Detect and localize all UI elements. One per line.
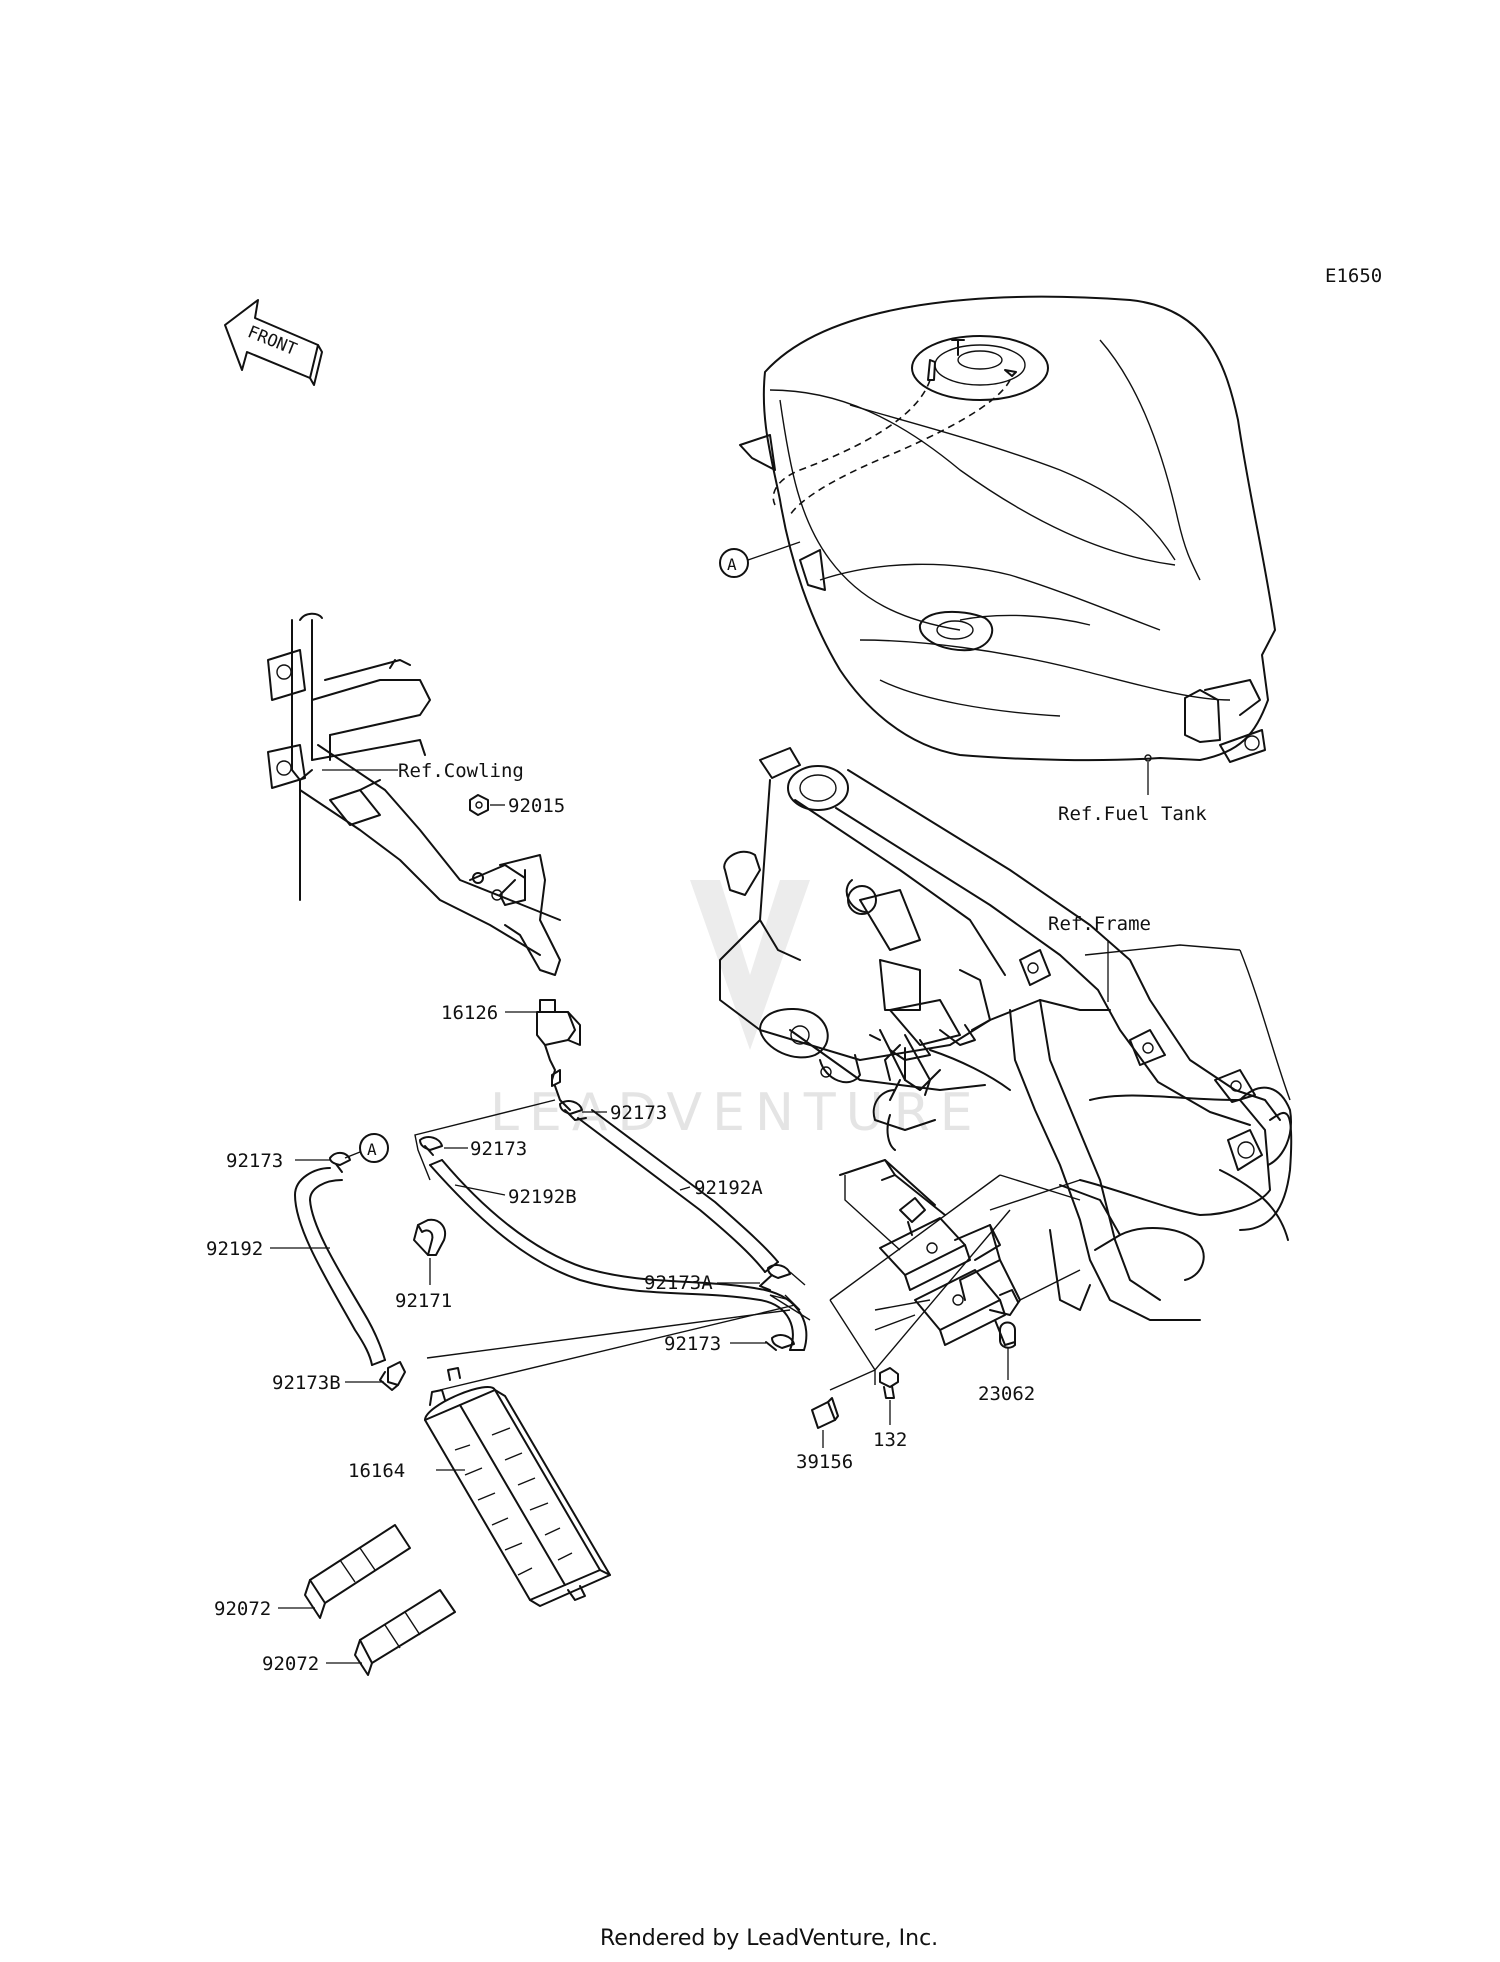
connector-line-3 — [426, 1309, 791, 1359]
ref-frame: Ref.Frame — [1048, 913, 1151, 935]
strap-92072-a — [278, 1524, 411, 1619]
clamp-92171 — [413, 1218, 446, 1285]
label-23062: 23062 — [978, 1383, 1035, 1405]
callout-a-label: A — [727, 555, 737, 574]
front-arrow-icon: FRONT — [224, 299, 323, 386]
hose-92192 — [270, 1167, 386, 1366]
bolt-132 — [879, 1367, 899, 1425]
label-92173-top: 92173 — [610, 1102, 667, 1124]
fuel-tank — [739, 295, 1276, 763]
label-92192B: 92192B — [508, 1186, 577, 1208]
callout-a-left: A — [344, 1133, 389, 1163]
label-92072-b: 92072 — [262, 1653, 319, 1675]
valve-16126 — [505, 999, 581, 1111]
clip-92173B — [345, 1361, 406, 1391]
label-92192: 92192 — [206, 1238, 263, 1260]
label-92173-left: 92173 — [226, 1150, 283, 1172]
clip-92173-low — [730, 1334, 795, 1351]
clip-92173-mid — [419, 1136, 468, 1156]
ref-fuel-tank: Ref.Fuel Tank — [1058, 803, 1207, 825]
label-92192A: 92192A — [694, 1177, 763, 1199]
label-92173-mid: 92173 — [470, 1138, 527, 1160]
connector-line-1 — [414, 1099, 556, 1181]
callout-a-left-label: A — [367, 1140, 377, 1159]
label-16164: 16164 — [348, 1460, 405, 1482]
label-92173B: 92173B — [272, 1372, 341, 1394]
clip-92173A — [717, 1264, 806, 1311]
footer-credit: Rendered by LeadVenture, Inc. — [600, 1926, 938, 1951]
label-92173-low: 92173 — [664, 1333, 721, 1355]
clip-92173-left — [295, 1152, 351, 1173]
cowling-bracket — [267, 612, 561, 976]
canister-16164 — [424, 1367, 611, 1607]
nut-92015 — [469, 794, 505, 816]
damper-39156 — [811, 1369, 876, 1448]
watermark-text: LEADVENTURE — [490, 1083, 983, 1143]
strap-92072-b — [326, 1589, 456, 1676]
ref-cowling: Ref.Cowling — [398, 760, 524, 782]
label-92171: 92171 — [395, 1290, 452, 1312]
label-39156: 39156 — [796, 1451, 853, 1473]
connector-line-4 — [439, 1304, 796, 1391]
callout-a-tank: A — [719, 541, 801, 578]
label-16126: 16126 — [441, 1002, 498, 1024]
label-132: 132 — [873, 1429, 907, 1451]
label-92072-a: 92072 — [214, 1598, 271, 1620]
diagram-code: E1650 — [1325, 265, 1382, 287]
bracket-23062 — [829, 1159, 1081, 1385]
connector-line-2 — [769, 1294, 811, 1321]
label-92173A: 92173A — [644, 1272, 713, 1294]
frame — [719, 747, 1293, 1321]
label-92015: 92015 — [508, 795, 565, 817]
